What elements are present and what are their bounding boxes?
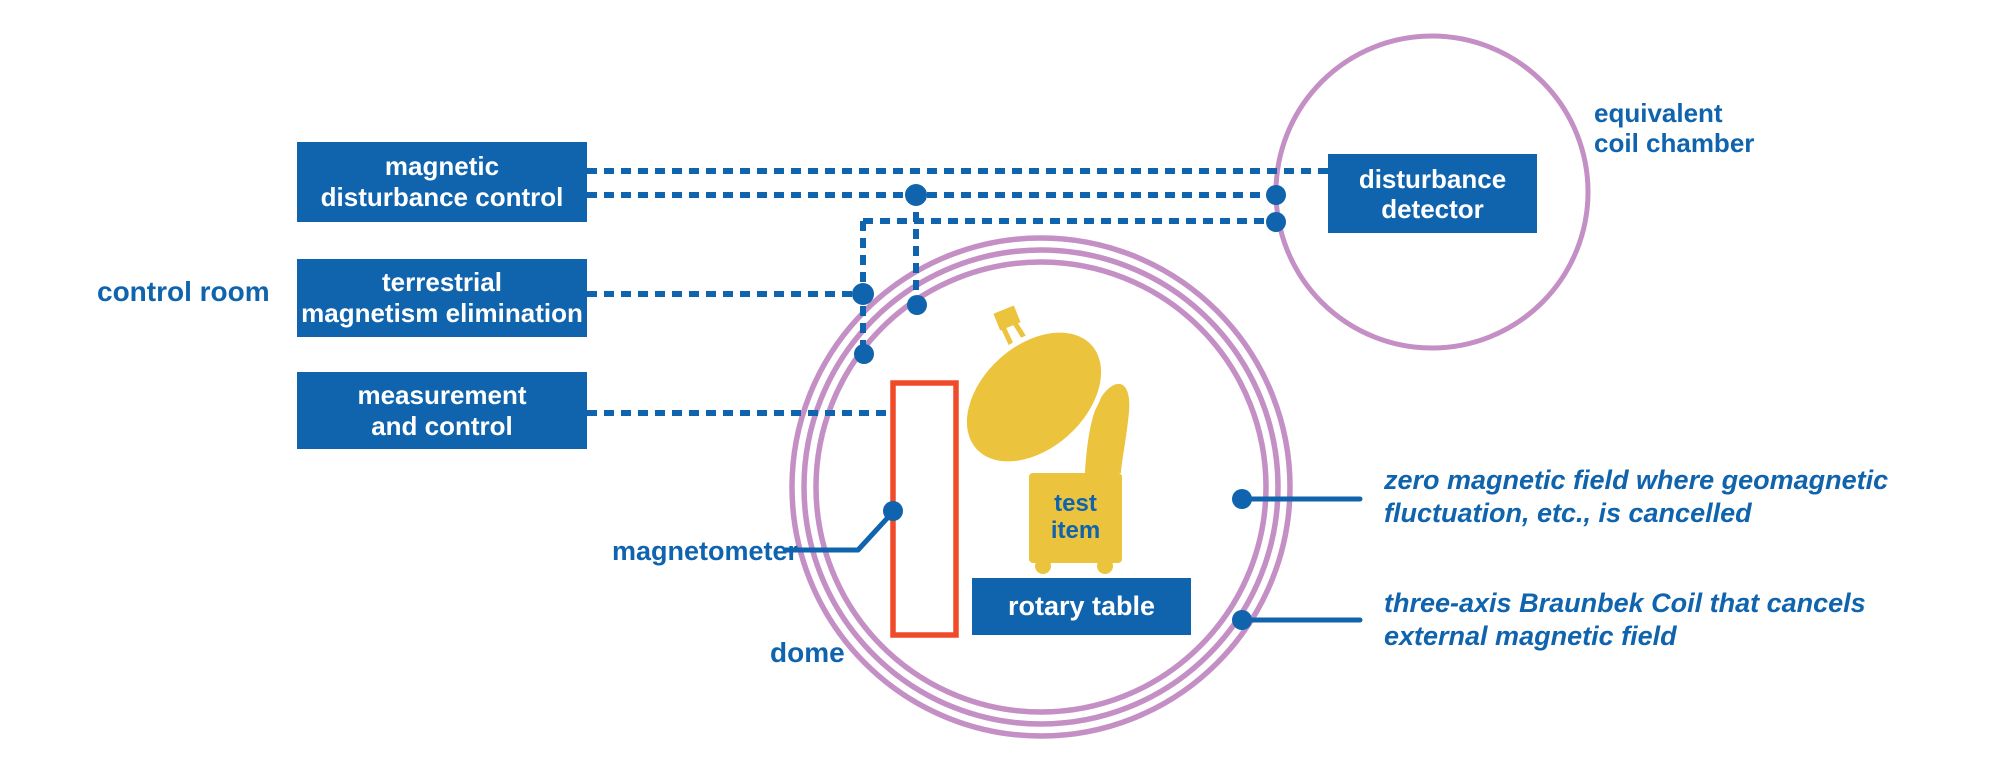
test-item-cart [1029,473,1122,563]
satellite-dish [961,327,1107,467]
dotted-connectors [587,168,1328,416]
dome-coil-rings [789,235,1293,739]
dome-inner-ring [813,259,1269,715]
magnetometer-label: magnetometer [612,536,799,566]
magnetometer-pointer-line [783,510,895,553]
junction-dots [852,184,1286,630]
measurement-and-control-box: measurement and control [297,372,587,449]
junction-dot [854,344,874,364]
pointer-lines [783,496,1363,623]
coil-chamber-label: equivalent coil chamber [1594,98,1755,158]
braunbek-anchor-dot [1232,610,1252,630]
dome-middle-ring [801,247,1281,727]
terrestrial-magnetism-elimination-box: terrestrial magnetism elimination [297,259,587,337]
junction-dot [1266,212,1286,232]
test-item-label: test item [1050,490,1101,544]
control-room-label: control room [97,276,270,307]
satellite-pedestal [1085,383,1130,473]
magnetic-disturbance-control-box: magnetic disturbance control [297,142,587,222]
rotary-table-box: rotary table [972,578,1191,635]
junction-dot [905,184,927,206]
dome-outer-ring [789,235,1293,739]
satellite-dish-icon [961,305,1130,574]
disturbance-detector-box: disturbance detector [1328,154,1537,233]
dome-label: dome [770,637,845,668]
zero-field-anchor-dot [1232,489,1252,509]
junction-dot [907,295,927,315]
junction-dot [852,283,874,305]
magnetometer-anchor-dot [883,501,903,521]
braunbek-coil-annotation: three-axis Braunbek Coil that cancels ex… [1384,588,1866,651]
feed-horn [993,305,1021,331]
zero-field-annotation: zero magnetic field where geomagnetic fl… [1384,465,1889,528]
junction-dot [1266,185,1286,205]
